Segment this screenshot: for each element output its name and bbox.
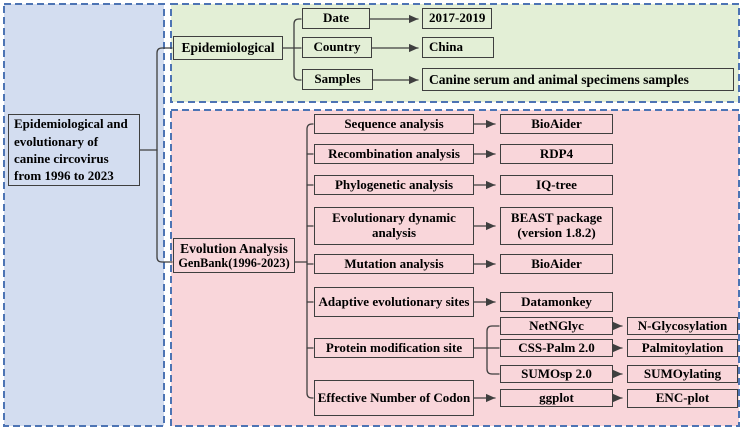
node-epidemiological: Epidemiological [173,36,283,60]
node-rdp4: RDP4 [500,144,613,164]
node-bioaider-1: BioAider [500,114,613,134]
node-datamonkey: Datamonkey [500,292,613,312]
node-sequence-analysis: Sequence analysis [314,114,474,134]
node-netnglyc: NetNGlyc [500,317,613,335]
node-evolutionary-dynamic-analysis: Evolutionary dynamic analysis [314,207,474,245]
node-country-value: China [422,37,494,58]
node-date-value: 2017-2019 [422,8,492,29]
node-ggplot: ggplot [500,389,613,407]
node-enc-plot: ENC-plot [627,389,738,408]
node-root: Epidemiological and evolutionary of cani… [8,114,140,186]
node-evolution-analysis: Evolution Analysis GenBank(1996-2023) [173,238,295,273]
panel-root [3,3,165,427]
node-protein-modification-site: Protein modification site [314,338,474,358]
node-bioaider-2: BioAider [500,254,613,274]
evolution-analysis-title: Evolution Analysis [180,240,288,256]
node-palmitoylation: Palmitoylation [627,339,738,357]
node-adaptive-evolutionary-sites: Adaptive evolutionary sites [314,287,474,317]
node-country: Country [302,37,372,58]
node-date: Date [302,8,370,29]
node-recombination-analysis: Recombination analysis [314,144,474,164]
node-sumoylating: SUMOylating [627,365,738,383]
node-phylogenetic-analysis: Phylogenetic analysis [314,175,474,195]
node-iq-tree: IQ-tree [500,175,613,195]
node-sumosp: SUMOsp 2.0 [500,365,613,383]
node-samples: Samples [302,69,373,90]
arrow-lines [369,14,623,403]
node-samples-value: Canine serum and animal specimens sample… [422,68,734,91]
node-mutation-analysis: Mutation analysis [314,254,474,274]
node-n-glycosylation: N-Glycosylation [627,317,738,335]
connector-lines [139,18,500,399]
evolution-analysis-subtitle: GenBank(1996-2023) [178,256,290,271]
node-effective-number-of-codon: Effective Number of Codon [314,380,474,416]
node-css-palm: CSS-Palm 2.0 [500,339,613,357]
node-beast-package: BEAST package (version 1.8.2) [500,207,613,245]
